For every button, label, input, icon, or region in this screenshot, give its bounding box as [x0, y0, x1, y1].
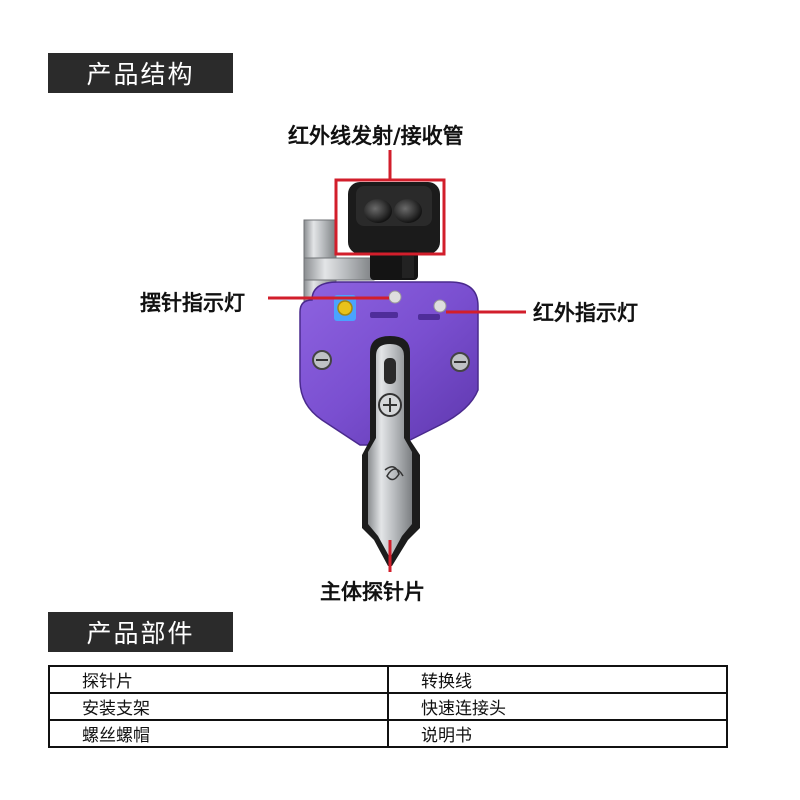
section-header-parts: 产品部件 [48, 612, 233, 652]
ir-sensor-head [348, 182, 440, 280]
table-cell: 安装支架 [48, 692, 389, 721]
table-cell: 螺丝螺帽 [48, 719, 389, 748]
table-cell: 转换线 [387, 665, 728, 694]
ir-lens-right-icon [394, 199, 422, 223]
section-title-structure: 产品结构 [86, 60, 195, 89]
section-header-structure: 产品结构 [48, 53, 233, 93]
adjust-knob-icon [337, 300, 353, 316]
callout-needle-indicator: 摆针指示灯 [140, 291, 245, 315]
table-cell: 说明书 [387, 719, 728, 748]
body-marking [370, 312, 398, 318]
parts-table: 探针片 转换线 安装支架 快速连接头 螺丝螺帽 说明书 [48, 665, 728, 748]
table-cell: 探针片 [48, 665, 389, 694]
probe-blade [362, 336, 420, 566]
callout-probe-body: 主体探针片 [320, 580, 425, 604]
table-row: 安装支架 快速连接头 [48, 692, 728, 721]
ir-indicator-led-icon [433, 299, 447, 313]
callout-ir-indicator: 红外指示灯 [533, 301, 638, 325]
body-marking-right [418, 314, 440, 320]
blade-logo-icon [384, 466, 404, 481]
needle-indicator-led-icon [388, 290, 402, 304]
table-row: 螺丝螺帽 说明书 [48, 719, 728, 748]
callout-ir-tube: 红外线发射/接收管 [288, 124, 464, 148]
table-row: 探针片 转换线 [48, 665, 728, 694]
table-cell: 快速连接头 [387, 692, 728, 721]
section-title-parts: 产品部件 [86, 619, 195, 648]
ir-lens-left-icon [364, 199, 392, 223]
